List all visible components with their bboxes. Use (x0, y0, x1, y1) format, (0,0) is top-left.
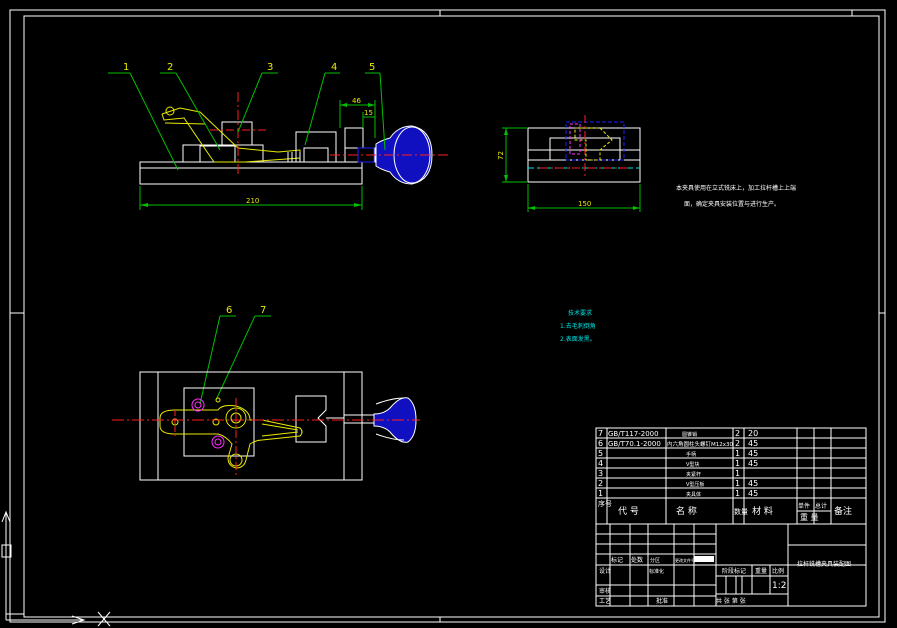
bom-qty: 1 (735, 459, 740, 468)
dim-46: 46 (352, 97, 361, 105)
bom-header-unit-weight: 单件 (798, 502, 810, 510)
bom-no: 7 (598, 429, 603, 438)
title-block-text: 标记 处数 分区 更改文件号 设计 标准化 审核 工艺 批准 阶段标记 重量 比… (599, 556, 851, 605)
bom-header: 序号 代 号 名 称 数量 材 料 单件 总计 重 量 备注 (598, 499, 852, 522)
part-label-6: 6 (226, 305, 232, 316)
ucs-axis-icon (1, 510, 111, 627)
bom-qty: 1 (735, 449, 740, 458)
bom-code: GB/T117-2000 (608, 430, 659, 438)
note-line-2: 面，确定夹具安装位置与进行生产。 (684, 200, 780, 208)
bom-header-code: 代 号 (618, 506, 639, 517)
bom-no: 1 (598, 489, 603, 498)
bom-material: 45 (748, 479, 758, 488)
bom-qty: 1 (735, 469, 740, 478)
bom-name: 手柄 (686, 451, 696, 458)
bom-header-seq: 序号 (598, 499, 612, 508)
part-label-3: 3 (267, 62, 273, 73)
part-label-1: 1 (123, 62, 129, 73)
side-dimensions: 72 150 (497, 127, 641, 212)
bom-name: 内六角圆柱头螺钉M12x30 (667, 440, 733, 448)
bom-qty: 1 (735, 479, 740, 488)
tb-review: 审核 (599, 587, 611, 595)
bom-code: GB/T70.1-2000 (608, 440, 661, 448)
top-view (112, 371, 420, 481)
bom-name: 夹紧杆 (686, 471, 701, 478)
tb-process: 工艺 (599, 597, 611, 605)
bom-row: 6 GB/T70.1-2000 内六角圆柱头螺钉M12x30 2 45 (598, 439, 758, 448)
bom-material: 20 (748, 429, 758, 438)
part-label-4: 4 (331, 62, 337, 73)
tb-drawing-title: 拉杆铣槽夹具装配图 (797, 560, 851, 568)
tb-zone: 分区 (650, 557, 660, 564)
bom-material: 45 (748, 489, 758, 498)
bom-name: 圆锥销 (682, 431, 697, 438)
tb-standard: 标准化 (649, 568, 664, 575)
bom-material: 45 (748, 459, 758, 468)
tb-stage: 阶段标记 (722, 567, 746, 575)
front-dimensions: 210 46 15 (139, 97, 376, 210)
bom-header-remark: 备注 (834, 505, 852, 517)
dim-210: 210 (246, 197, 259, 205)
tb-weight: 重量 (755, 567, 767, 575)
tb-doc-no: 更改文件号 (675, 557, 695, 563)
part-label-2: 2 (167, 62, 173, 73)
tb-ratio: 比例 (772, 567, 784, 575)
bom-qty: 2 (735, 429, 740, 438)
side-view (527, 115, 641, 183)
tech-req-item-1: 1.去毛刺倒角 (560, 322, 596, 330)
bom-header-total-weight: 总计 (815, 502, 827, 510)
bom-row: 4 V型块 1 45 (598, 459, 758, 468)
bom-name: V型压板 (686, 481, 704, 488)
bom-no: 6 (598, 439, 603, 448)
bom-table (595, 427, 867, 525)
tb-scale: 1:2 (772, 581, 786, 591)
bom-row: 1 夹具体 1 45 (598, 489, 758, 498)
bom-header-weight: 重 量 (800, 512, 819, 522)
part-leaders: 1 2 3 4 5 6 7 (108, 62, 386, 405)
bom-row: 2 V型压板 1 45 (598, 479, 758, 488)
bom-material: 45 (748, 449, 758, 458)
bom-name: 夹具体 (686, 491, 701, 498)
tb-approve: 批准 (656, 597, 668, 605)
dim-15: 15 (364, 109, 373, 117)
tb-count: 处数 (631, 556, 643, 564)
bom-no: 3 (598, 469, 603, 478)
note-line-1: 本夹具使用在立式铣床上，加工拉杆槽上上端 (676, 184, 796, 192)
bom-qty: 2 (735, 439, 740, 448)
bom-no: 2 (598, 479, 603, 488)
bom-row: 5 手柄 1 45 (598, 449, 758, 458)
bom-qty: 1 (735, 489, 740, 498)
bom-header-name: 名 称 (676, 505, 697, 517)
bom-rows: 7 GB/T117-2000 圆锥销 2 20 6 GB/T70.1-2000 … (598, 429, 758, 498)
tech-req-title: 技术要求 (568, 309, 592, 317)
part-label-5: 5 (369, 62, 375, 73)
bom-name: V型块 (686, 461, 699, 468)
tb-sheets: 共 张 第 张 (716, 597, 746, 605)
sheet-border (9, 9, 886, 623)
bom-no: 4 (598, 459, 603, 468)
bom-row: 3 夹紧杆 1 (598, 469, 740, 478)
tech-req-item-2: 2.表面发黑。 (560, 335, 596, 343)
bom-header-material: 材 料 (752, 505, 773, 517)
dim-72: 72 (497, 151, 505, 160)
bom-header-qty: 数量 (734, 507, 748, 516)
title-block-grid (595, 523, 867, 607)
tb-design: 设计 (599, 567, 611, 575)
part-label-7: 7 (260, 305, 266, 316)
bom-material: 45 (748, 439, 758, 448)
bom-row: 7 GB/T117-2000 圆锥销 2 20 (598, 429, 758, 438)
bom-no: 5 (598, 449, 603, 458)
tb-mark: 标记 (611, 556, 623, 564)
dim-150: 150 (578, 200, 591, 208)
